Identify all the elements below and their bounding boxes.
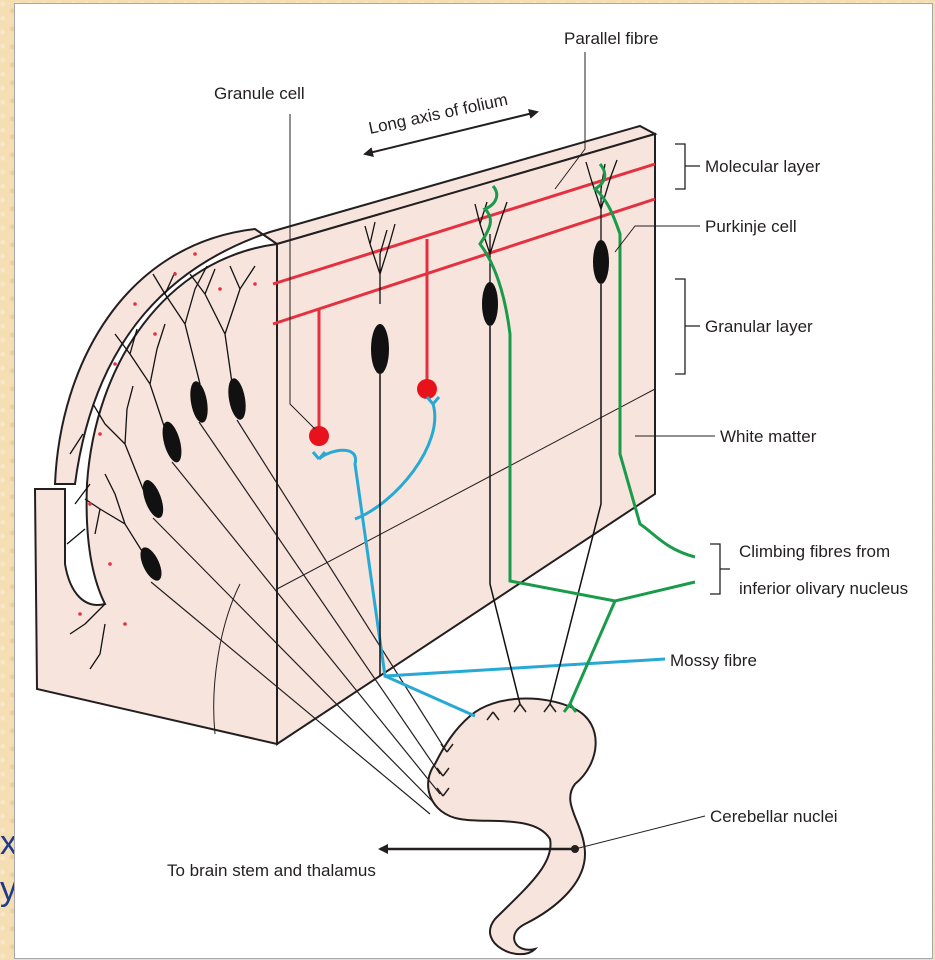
label-granular-layer: Granular layer xyxy=(705,317,813,336)
granule-cell-1 xyxy=(309,426,329,446)
label-molecular-layer: Molecular layer xyxy=(705,157,821,176)
label-purkinje-cell: Purkinje cell xyxy=(705,217,797,236)
label-climbing-fibres-line1: Climbing fibres from xyxy=(739,542,890,561)
cerebellar-cortex-diagram: Parallel fibre Granule cell Long axis of… xyxy=(14,3,933,959)
label-cerebellar-nuclei: Cerebellar nuclei xyxy=(710,807,838,826)
nuclei-output-dot xyxy=(571,845,579,853)
folium-block xyxy=(35,126,655,744)
label-granule-cell: Granule cell xyxy=(214,84,305,103)
label-long-axis: Long axis of folium xyxy=(367,90,510,138)
label-climbing-fibres-line2: inferior olivary nucleus xyxy=(739,579,908,598)
cerebellar-nuclei-shape xyxy=(428,699,596,955)
label-to-brain-stem: To brain stem and thalamus xyxy=(167,861,376,880)
label-mossy-fibre: Mossy fibre xyxy=(670,651,757,670)
label-white-matter: White matter xyxy=(720,427,817,446)
granule-cell-2 xyxy=(417,379,437,399)
brackets xyxy=(675,144,730,594)
diagram-svg: Parallel fibre Granule cell Long axis of… xyxy=(15,4,934,960)
label-parallel-fibre: Parallel fibre xyxy=(564,29,659,48)
